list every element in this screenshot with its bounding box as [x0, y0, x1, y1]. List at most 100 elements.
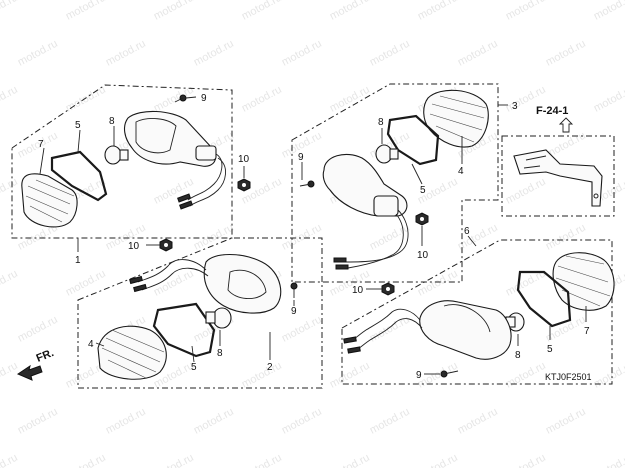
- callout-3: 3: [512, 101, 518, 112]
- arrow-up-icon: [558, 117, 574, 133]
- callout-8: 8: [217, 348, 223, 359]
- lens-part: [21, 173, 78, 228]
- watermark-text: motod.ru: [192, 38, 236, 69]
- nut-part: [415, 212, 429, 226]
- lens-part: [423, 89, 489, 148]
- watermark-text: motod.ru: [592, 84, 625, 115]
- watermark-text: motod.ru: [152, 452, 196, 468]
- watermark-text: motod.ru: [328, 84, 372, 115]
- watermark-text: motod.ru: [152, 0, 196, 23]
- watermark-text: motod.ru: [280, 314, 324, 345]
- screw-part: [290, 282, 298, 298]
- callout-9: 9: [416, 370, 422, 381]
- watermark-text: motod.ru: [416, 268, 460, 299]
- assembly-front-left-winker: [11, 84, 251, 252]
- assembly-6-outline: [341, 239, 613, 385]
- callout-9: 9: [201, 93, 207, 104]
- nut-part: [159, 238, 173, 252]
- callout-5: 5: [191, 362, 197, 373]
- callout-labels: 9 5 8 7 10 1 10 4 5 8 9 2 3 4 5 8 9 10 F…: [38, 93, 592, 382]
- watermark-text: motod.ru: [280, 406, 324, 437]
- watermark-text: motod.ru: [544, 222, 588, 253]
- watermark-text: motod.ru: [544, 406, 588, 437]
- watermark-text: motod.ru: [368, 222, 412, 253]
- watermark-text: motod.ru: [504, 452, 548, 468]
- watermark-text: motod.ru: [280, 222, 324, 253]
- watermark-text: motod.ru: [240, 360, 284, 391]
- callout-10: 10: [128, 241, 140, 252]
- watermark-text: motod.ru: [240, 84, 284, 115]
- watermark-text: motod.ru: [544, 38, 588, 69]
- watermark-text: motod.ru: [368, 38, 412, 69]
- winker-housing-part: [343, 300, 512, 360]
- callout-1: 1: [75, 255, 81, 266]
- watermark-text: motod.ru: [592, 360, 625, 391]
- watermark-text: motod.ru: [504, 0, 548, 23]
- callout-5: 5: [75, 120, 81, 131]
- watermark-text: motod.ru: [504, 360, 548, 391]
- watermark-text: motod.ru: [64, 0, 108, 23]
- callout-7: 7: [38, 139, 44, 150]
- watermark-text: motod.ru: [368, 406, 412, 437]
- front-arrow-icon: [16, 364, 43, 381]
- assembly-3-outline: [291, 83, 499, 283]
- watermark-text: motod.ru: [240, 0, 284, 23]
- watermark-text: motod.ru: [416, 452, 460, 468]
- watermark-text: motod.ru: [280, 38, 324, 69]
- callout-9: 9: [291, 306, 297, 317]
- watermark-text: motod.ru: [592, 0, 625, 23]
- screw-part: [299, 180, 315, 188]
- callout-6: 6: [464, 226, 470, 237]
- callout-10: 10: [238, 154, 250, 165]
- watermark-text: motod.ru: [416, 360, 460, 391]
- watermark-text: motod.ru: [16, 314, 60, 345]
- lens-part: [97, 325, 167, 380]
- assembly-rear-left-winker: [77, 237, 323, 389]
- nut-part: [381, 282, 395, 296]
- front-label: FR.: [35, 347, 56, 365]
- gasket-part: [50, 150, 108, 202]
- gasket-part: [516, 270, 572, 328]
- watermark-text: motod.ru: [16, 406, 60, 437]
- watermark-text: motod.ru: [192, 222, 236, 253]
- callout-5: 5: [547, 344, 553, 355]
- watermark-text: motod.ru: [416, 0, 460, 23]
- watermark-text: motod.ru: [0, 0, 20, 23]
- watermark-text: motod.ru: [16, 38, 60, 69]
- callout-8: 8: [515, 350, 521, 361]
- watermark-text: motod.ru: [104, 406, 148, 437]
- callout-9: 9: [298, 152, 304, 163]
- watermark-text: motod.ru: [328, 360, 372, 391]
- frame-reference-outline: [501, 135, 615, 217]
- callout-8: 8: [378, 117, 384, 128]
- winker-housing-part: [322, 153, 409, 270]
- watermark-text: motod.ru: [0, 360, 20, 391]
- winker-housing-part: [123, 110, 226, 210]
- watermark-text: motod.ru: [328, 0, 372, 23]
- bulb-part: [505, 312, 525, 332]
- bulb-part: [104, 145, 129, 165]
- watermark-text: motod.ru: [328, 452, 372, 468]
- assembly-2-outline: [77, 237, 323, 389]
- callout-4: 4: [88, 339, 94, 350]
- watermark-text: motod.ru: [64, 84, 108, 115]
- bulb-part: [205, 307, 232, 329]
- watermark-text: motod.ru: [0, 452, 20, 468]
- assembly-1-outline: [11, 84, 233, 239]
- watermark-text: motod.ru: [456, 406, 500, 437]
- gasket-part: [386, 114, 440, 166]
- watermark-text: motod.ru: [456, 38, 500, 69]
- diagram-code: KTJ0F2501: [545, 372, 592, 382]
- winker-housing-part: [129, 253, 282, 314]
- watermark-text: motod.ru: [0, 84, 20, 115]
- bracket-part: [513, 149, 603, 207]
- frame-reference: [501, 117, 615, 217]
- callout-7: 7: [584, 326, 590, 337]
- callout-2: 2: [267, 362, 273, 373]
- frame-reference-label: F-24-1: [536, 105, 568, 117]
- watermark-text: motod.ru: [592, 452, 625, 468]
- assembly-rear-right-winker: [341, 235, 615, 385]
- callout-10: 10: [352, 285, 364, 296]
